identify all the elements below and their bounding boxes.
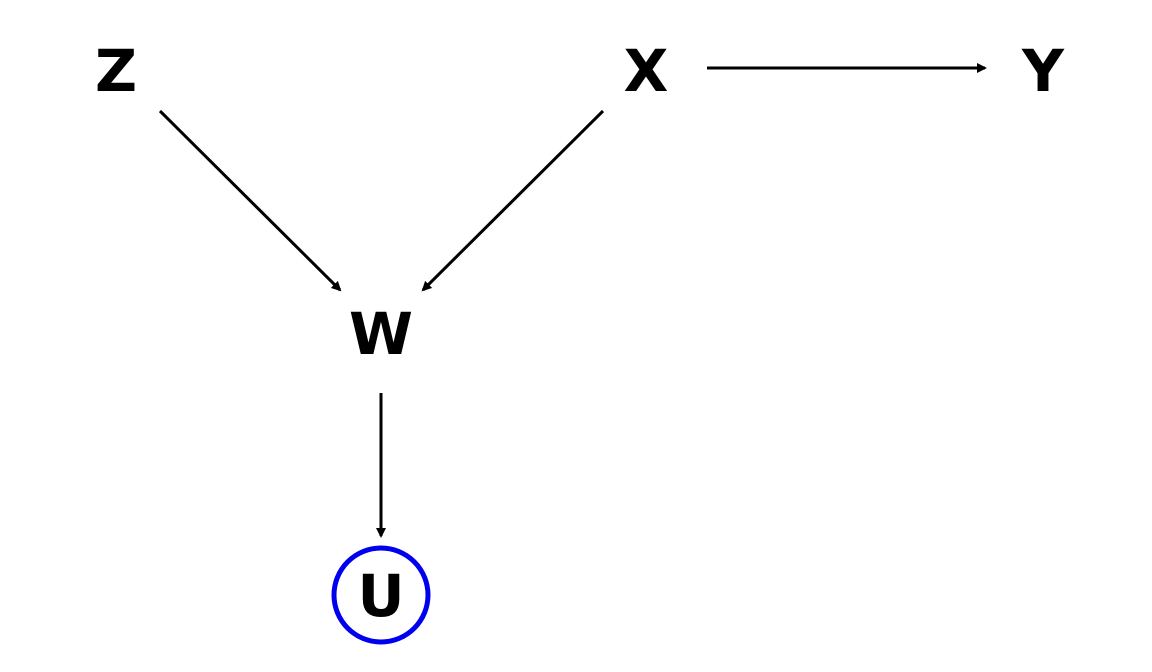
- node-label: X: [624, 37, 669, 105]
- node-label: Z: [95, 37, 137, 105]
- node-y: Y: [1021, 37, 1065, 105]
- edge-z-to-w: [158, 109, 342, 292]
- node-label: U: [357, 562, 404, 630]
- node-z: Z: [95, 37, 137, 105]
- node-x: X: [624, 37, 669, 105]
- node-label: Y: [1021, 37, 1065, 105]
- edge-x-to-w: [421, 109, 605, 292]
- node-w: W: [349, 300, 413, 368]
- node-u: U: [331, 545, 431, 645]
- node-label: W: [349, 300, 413, 368]
- highlight-circle: [331, 545, 431, 645]
